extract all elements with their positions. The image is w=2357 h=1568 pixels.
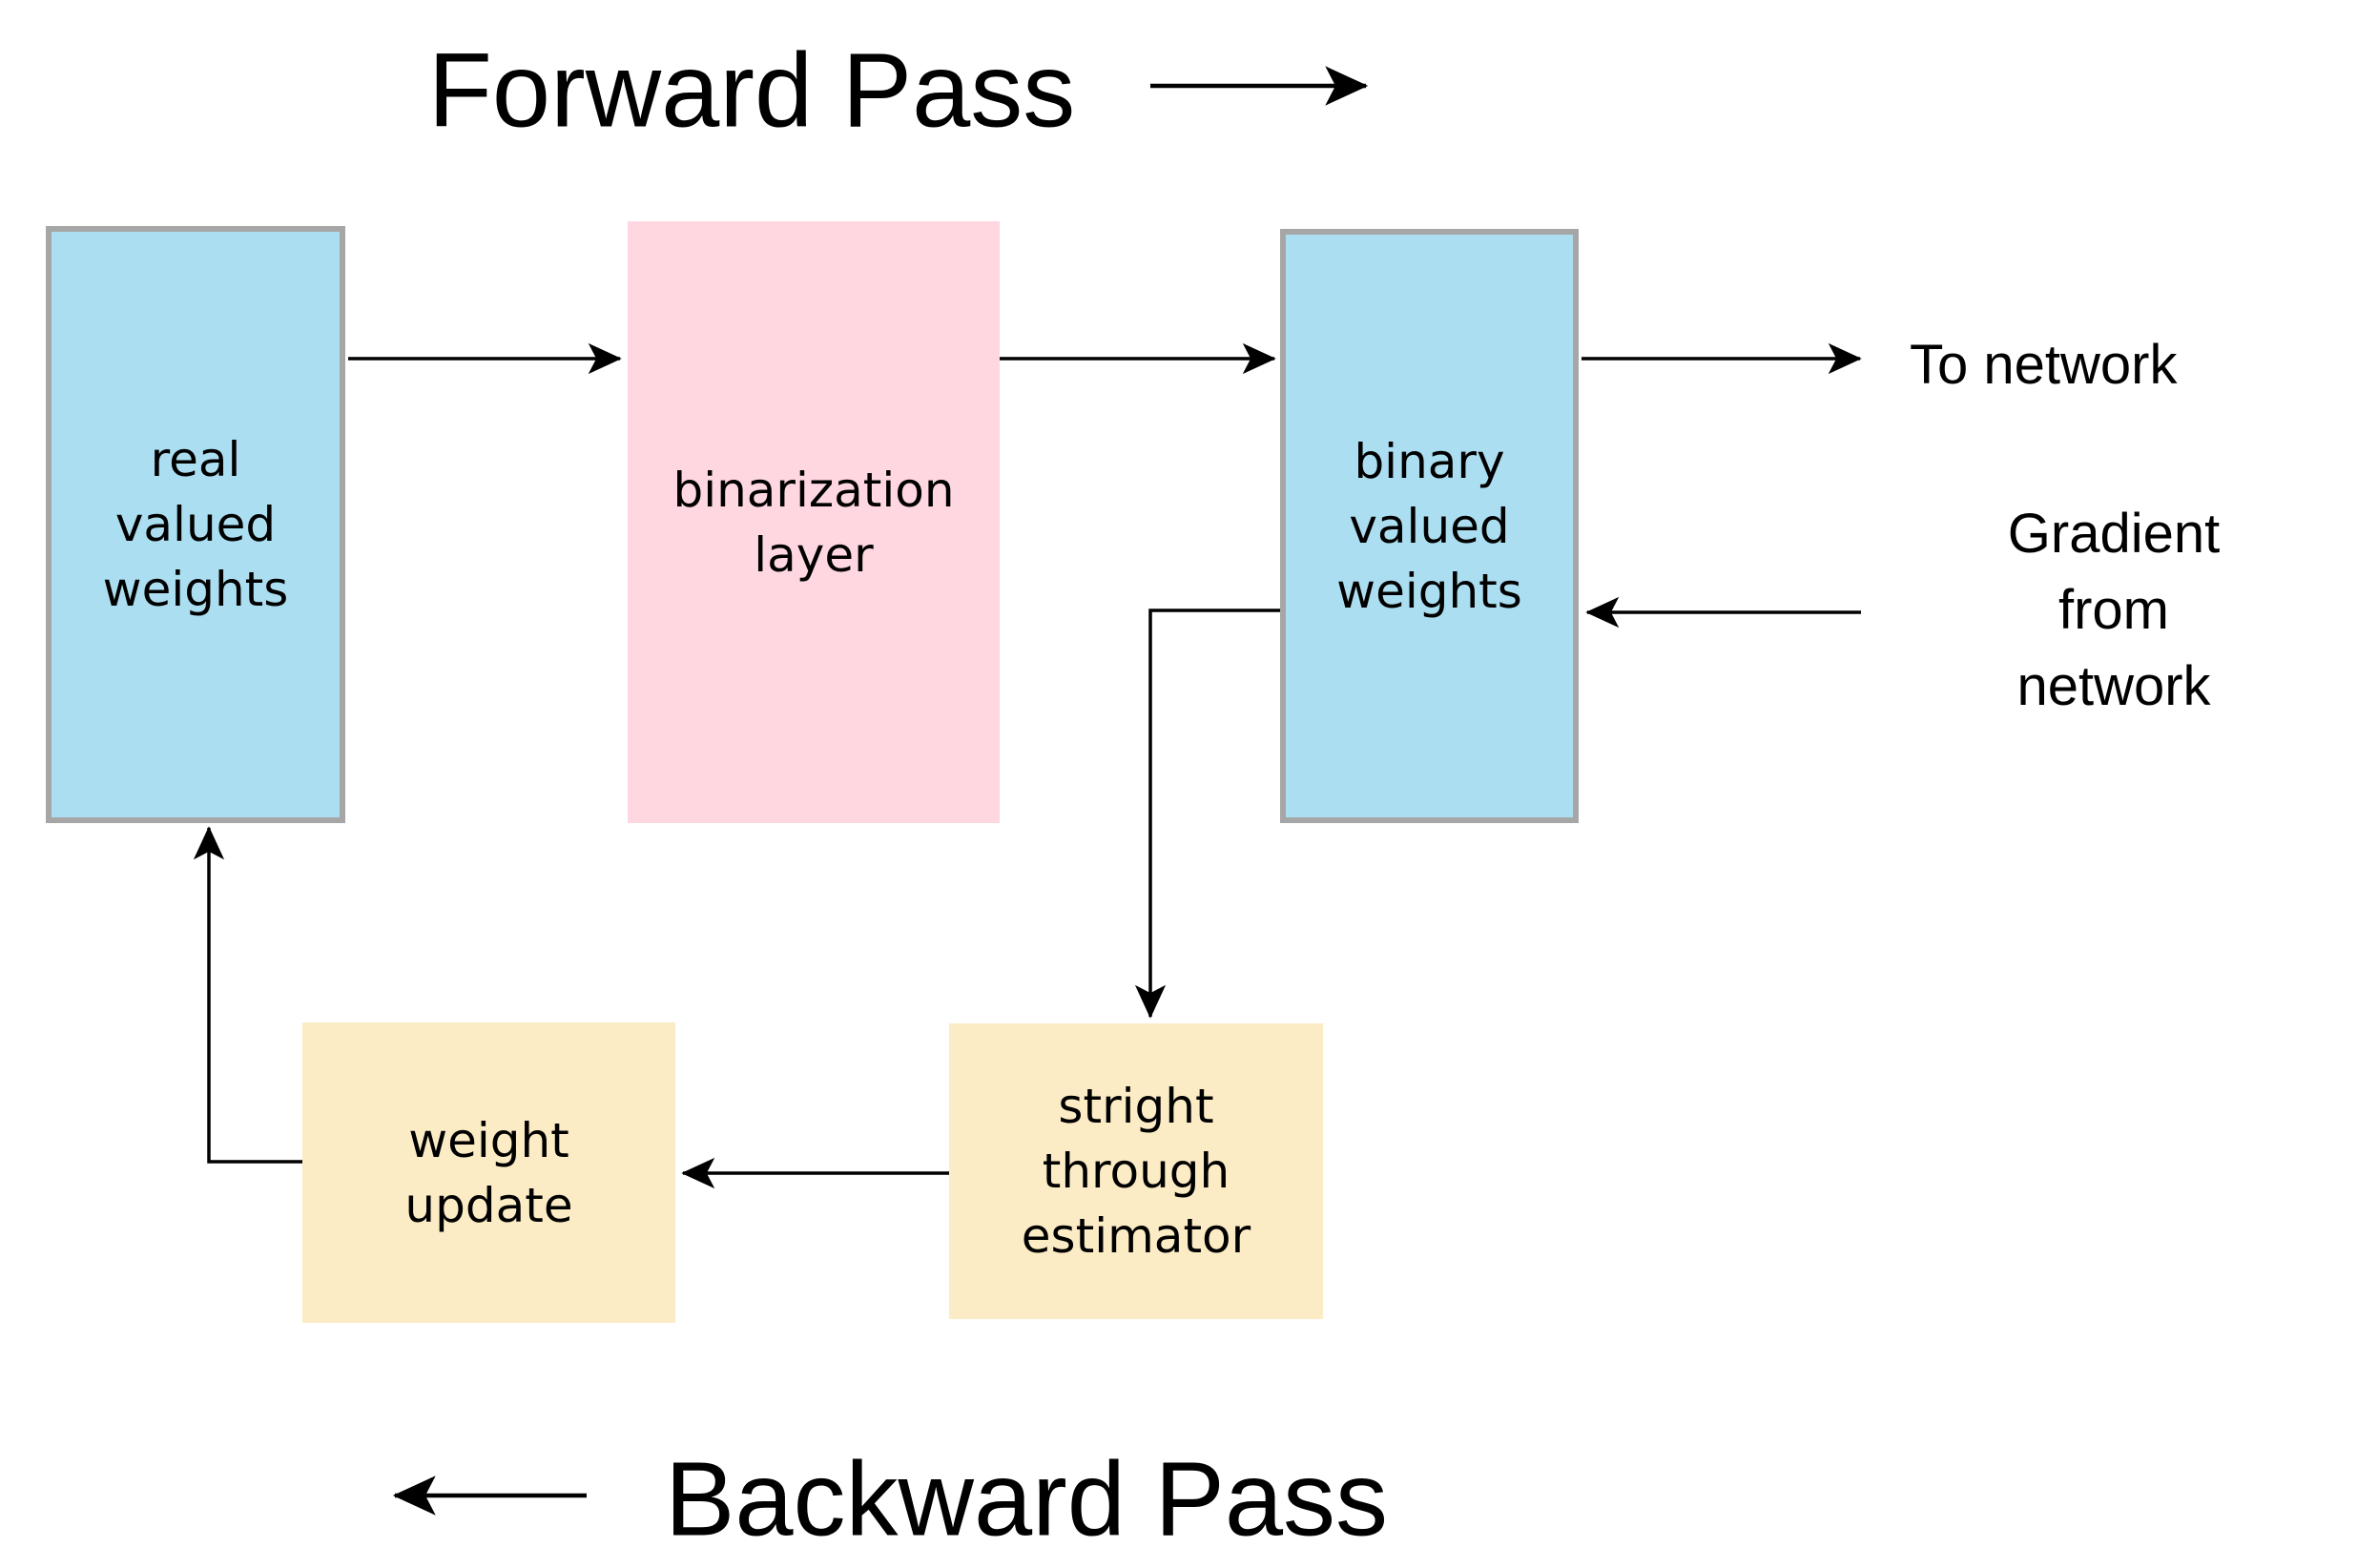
to-network-label: To network <box>1910 333 2178 396</box>
binary-valued-weights-box: binary valued weights <box>1280 229 1579 823</box>
backward-pass-title: Backward Pass <box>664 1440 1389 1558</box>
straight-through-estimator-box: stright through estimator <box>949 1023 1323 1319</box>
weight-update-box: weight update <box>302 1022 675 1323</box>
forward-pass-title: Forward Pass <box>427 31 1076 150</box>
gradient-from-network-label: Gradient from network <box>2007 502 2221 718</box>
arrow-binary-to-estimator <box>1134 609 1280 1019</box>
arrow-weight-update-to-real <box>193 826 302 1164</box>
real-valued-weights-box: real valued weights <box>46 226 345 823</box>
binarization-layer-box: binarization layer <box>628 221 1000 823</box>
